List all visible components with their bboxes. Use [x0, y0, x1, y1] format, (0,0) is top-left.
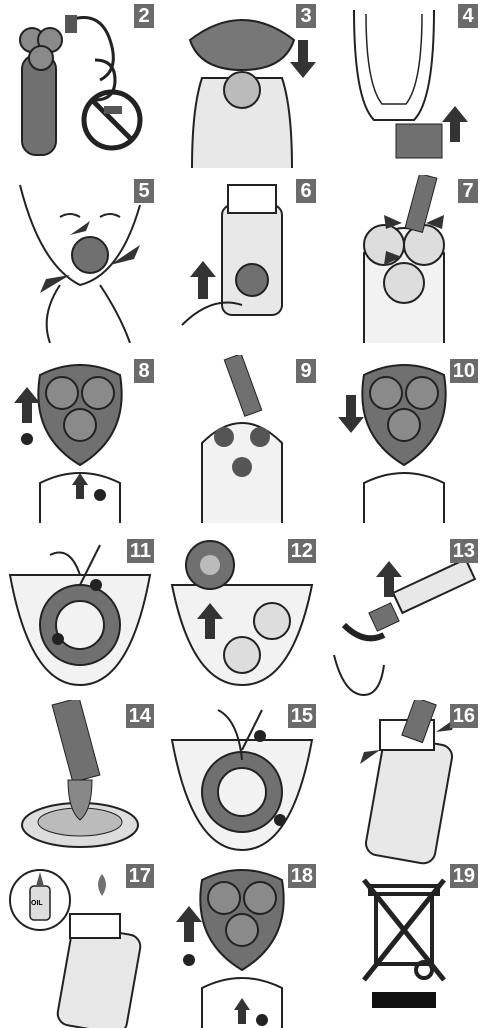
step-number-badge: 13	[450, 539, 478, 563]
step-9-panel: 9	[162, 355, 322, 523]
step-16-panel: 16	[324, 700, 484, 868]
step-number-badge: 17	[126, 864, 154, 888]
step-number-badge: 5	[134, 179, 154, 203]
step-3-panel: 3	[162, 0, 322, 168]
step-number-badge: 15	[288, 704, 316, 728]
step-15-panel: 15	[162, 700, 322, 868]
step-number-badge: 12	[288, 539, 316, 563]
step-number-badge: 10	[450, 359, 478, 383]
step-number-badge: 3	[296, 4, 316, 28]
step-7-panel: 7	[324, 175, 484, 343]
step-19-panel: 19	[324, 860, 484, 1028]
step-10-panel: 10	[324, 355, 484, 523]
step-8-panel: 8	[0, 355, 160, 523]
step-number-badge: 8	[134, 359, 154, 383]
step-number-badge: 4	[458, 4, 478, 28]
step-12-panel: 12	[162, 535, 322, 703]
oil-bottle-label: OIL	[31, 900, 43, 907]
step-6-panel: 6	[162, 175, 322, 343]
step-13-panel: 13	[324, 535, 484, 703]
step-number-badge: 2	[134, 4, 154, 28]
step-number-badge: 16	[450, 704, 478, 728]
step-17-panel: OIL 17	[0, 860, 160, 1028]
step-5-panel: 5	[0, 175, 160, 343]
step-number-badge: 11	[127, 539, 154, 563]
step-2-panel: 2	[0, 0, 160, 168]
step-number-badge: 6	[296, 179, 316, 203]
step-number-badge: 14	[126, 704, 154, 728]
step-14-panel: 14	[0, 700, 160, 868]
step-11-panel: 11	[0, 535, 160, 703]
step-18-panel: 18	[162, 860, 322, 1028]
step-number-badge: 9	[296, 359, 316, 383]
step-number-badge: 7	[458, 179, 478, 203]
step-number-badge: 19	[450, 864, 478, 888]
step-4-panel: 4	[324, 0, 484, 168]
step-number-badge: 18	[288, 864, 316, 888]
